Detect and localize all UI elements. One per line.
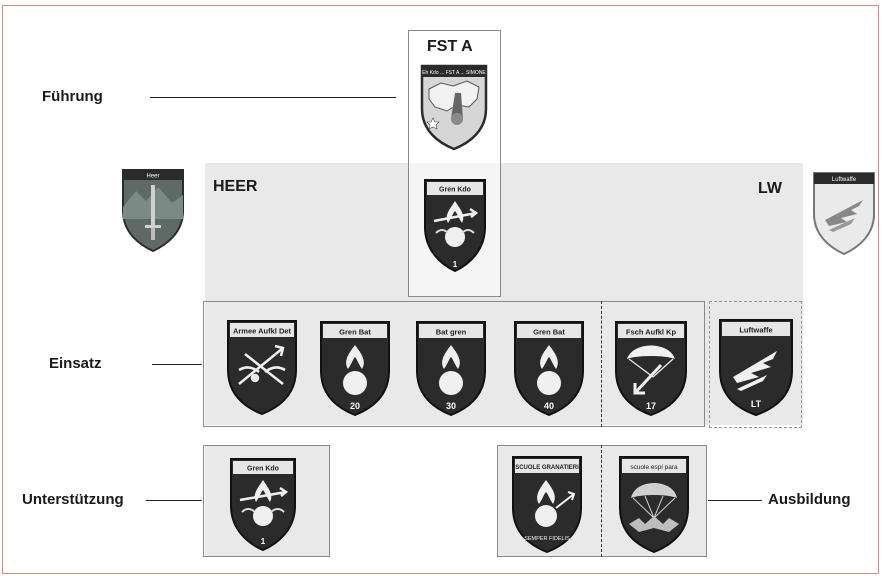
bat-gren-30-badge-text: Bat gren <box>436 328 467 337</box>
fuehrung-connector <box>150 97 396 98</box>
fsch-aufkl-kp-badge-number: 17 <box>646 401 656 411</box>
ausbildung-divider <box>601 445 602 557</box>
gren-kdo-bottom-badge: Gren Kdo 1 <box>228 456 298 552</box>
bat-gren-30-badge: Bat gren 30 <box>414 319 488 417</box>
lw-lt-badge-number: LT <box>751 399 762 409</box>
gren-bat-40-badge-text: Gren Bat <box>533 328 565 337</box>
heer-badge-text: Heer <box>146 174 159 180</box>
scuole-granatieri-badge-text: SCUOLE GRANATIERI <box>515 465 579 471</box>
unterstuetzung-connector <box>146 500 202 501</box>
lw-lt-badge: Luftwaffe LT <box>717 317 795 417</box>
heer-badge: Heer <box>120 167 186 253</box>
section-label-unterstuetzung: Unterstützung <box>22 491 124 508</box>
fsch-aufkl-kp-badge-text: Fsch Aufkl Kp <box>626 328 677 337</box>
ausbildung-connector <box>708 500 762 501</box>
gren-bat-40-badge-number: 40 <box>544 401 554 411</box>
gren-bat-20-badge: Gren Bat 20 <box>318 319 392 417</box>
gren-kdo-top-badge-number: 1 <box>453 260 458 269</box>
gren-kdo-top-badge-text: Gren Kdo <box>439 187 471 194</box>
scuole-granatieri-motto: SEMPER FIDELIS <box>524 536 570 542</box>
gren-kdo-bottom-badge-text: Gren Kdo <box>247 466 279 473</box>
heading-fsta: FST A <box>427 38 473 56</box>
section-label-ausbildung: Ausbildung <box>768 491 851 508</box>
section-label-einsatz: Einsatz <box>49 355 102 372</box>
bat-gren-30-badge-number: 30 <box>446 401 456 411</box>
fsta-badge: Eh Kdo ... FST A ... SIMONE <box>419 63 489 151</box>
heading-lw: LW <box>758 180 782 198</box>
section-label-fuehrung: Führung <box>42 88 103 105</box>
einsatz-divider <box>601 301 602 427</box>
fsta-badge-text: Eh Kdo ... FST A ... SIMONE <box>422 70 486 76</box>
gren-kdo-bottom-badge-number: 1 <box>261 537 266 546</box>
armee-aufkl-det-badge-text: Armee Aufkl Det <box>233 327 292 336</box>
scuole-granatieri-badge: SCUOLE GRANATIERI SEMPER FIDELIS <box>510 454 584 554</box>
einsatz-connector <box>152 364 202 365</box>
lw-top-badge: Luftwaffe <box>811 170 877 256</box>
gren-bat-40-badge: Gren Bat 40 <box>512 319 586 417</box>
gren-kdo-top-badge: Gren Kdo 1 <box>422 177 488 273</box>
gren-bat-20-badge-text: Gren Bat <box>339 328 371 337</box>
lw-lt-badge-text: Luftwaffe <box>739 326 772 335</box>
scuole-espl-para-badge: scuole espl para <box>617 454 691 554</box>
scuole-espl-para-badge-text: scuole espl para <box>630 464 678 471</box>
heading-heer: HEER <box>213 178 257 196</box>
fsch-aufkl-kp-badge: Fsch Aufkl Kp 17 <box>613 319 689 417</box>
armee-aufkl-det-badge: Armee Aufkl Det <box>225 318 299 416</box>
gren-bat-20-badge-number: 20 <box>350 401 360 411</box>
lw-top-badge-text: Luftwaffe <box>832 177 857 183</box>
